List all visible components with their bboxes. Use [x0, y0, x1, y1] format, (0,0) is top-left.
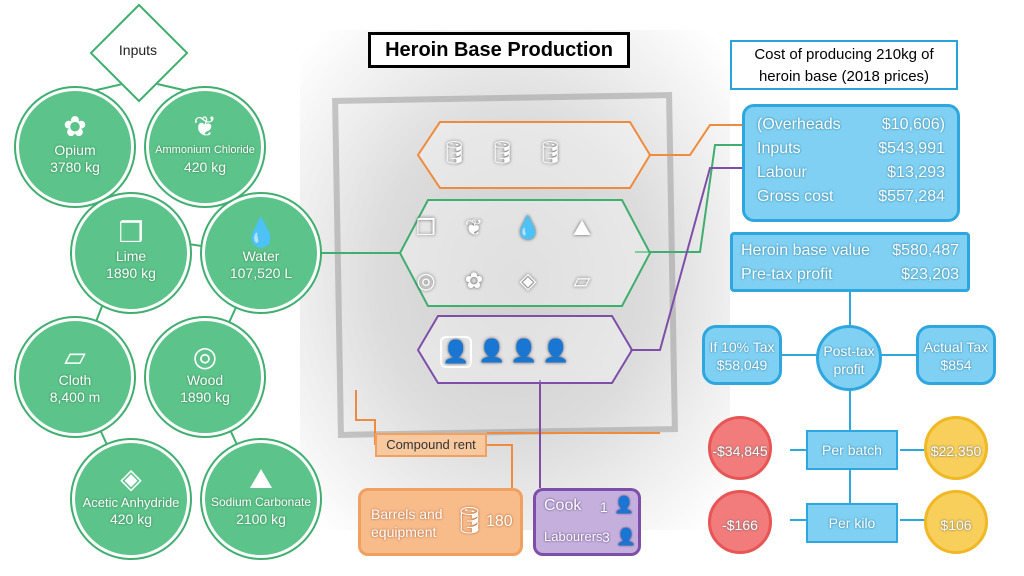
- barrels-equipment-box: Barrels and equipment 🛢 180: [358, 488, 523, 556]
- cloth-icon: ▱: [573, 268, 591, 293]
- inputs-label: Inputs: [118, 42, 158, 58]
- powder-icon: ⛰: [572, 215, 592, 240]
- crystal-icon: ◈: [519, 268, 537, 293]
- value-row-heroin-base: Heroin base value$580,487: [741, 242, 959, 259]
- input-sodium-carbonate: ⛰ Sodium Carbonate 2100 kg: [202, 440, 320, 558]
- cubes-icon: ❒: [118, 217, 144, 248]
- value-row-pretax: Pre-tax profit$23,203: [741, 266, 959, 283]
- person-icon: 👤: [510, 338, 538, 363]
- cook-icon: 👤: [614, 497, 634, 514]
- person-icon: 👤: [478, 338, 506, 363]
- cost-row-overheads: (Overheads$10,606): [757, 116, 945, 133]
- input-acetic-anhydride: ◈ Acetic Anhydride 420 kg: [72, 440, 190, 558]
- if-tax-box: If 10% Tax $58,049: [702, 325, 782, 385]
- cook-count: 1: [600, 499, 608, 515]
- actual-per-kilo: $106: [924, 490, 988, 554]
- page-title: Heroin Base Production: [368, 32, 630, 68]
- labourers-count: 3: [602, 529, 610, 545]
- barrels-hexagon: [416, 121, 652, 189]
- input-cloth: ▱ Cloth 8,400 m: [16, 318, 134, 436]
- barrel-icon: 🛢: [536, 140, 564, 165]
- cook-icon: 👤: [440, 336, 472, 368]
- per-batch-label: Per batch: [806, 430, 898, 470]
- powder-icon: ⛰: [249, 463, 273, 494]
- person-icon: 👤: [616, 529, 636, 546]
- person-icon: 👤: [542, 338, 570, 363]
- cook-label: Cook: [544, 497, 582, 514]
- leaf-icon: ❦: [464, 215, 484, 240]
- satellite-background: [300, 30, 730, 530]
- actual-tax-box: Actual Tax $854: [916, 325, 996, 385]
- barrels-count: 180: [486, 513, 513, 530]
- droplet-icon: 💧: [243, 217, 279, 248]
- cubes-icon: ❒: [416, 215, 436, 240]
- input-water: 💧 Water 107,520 L: [202, 194, 320, 312]
- labour-hexagon: [416, 315, 634, 384]
- cost-breakdown-box: (Overheads$10,606) Inputs$543,991 Labour…: [742, 104, 960, 222]
- barrel-icon: 🛢: [453, 505, 487, 535]
- inputs-hexagon: [398, 199, 652, 307]
- poppy-icon: ✿: [464, 268, 484, 293]
- logs-icon: ◎: [192, 341, 218, 372]
- labour-box: Cook 1 👤 Labourers 3 👤: [533, 488, 641, 556]
- cost-row-gross: Gross cost$557,284: [757, 188, 945, 205]
- if-tax-per-batch: -$34,845: [708, 416, 772, 480]
- leaf-icon: ❦: [193, 111, 217, 142]
- barrel-icon: 🛢: [440, 140, 468, 165]
- value-box: Heroin base value$580,487 Pre-tax profit…: [730, 232, 970, 292]
- input-opium: ✿ Opium 3780 kg: [16, 88, 134, 206]
- cost-heading: Cost of producing 210kg of heroin base (…: [730, 40, 958, 90]
- labourers-label: Labourers: [544, 529, 603, 544]
- crystal-icon: ◈: [120, 463, 142, 494]
- per-kilo-label: Per kilo: [806, 503, 898, 543]
- logs-icon: ◎: [416, 268, 436, 293]
- input-lime: ❒ Lime 1890 kg: [72, 194, 190, 312]
- input-wood: ◎ Wood 1890 kg: [146, 318, 264, 436]
- cloth-icon: ▱: [64, 341, 86, 372]
- actual-per-batch: $22,350: [924, 416, 988, 480]
- post-tax-profit: Post-tax profit: [816, 325, 882, 391]
- cost-row-inputs: Inputs$543,991: [757, 140, 945, 157]
- compound-rent-label: Compound rent: [375, 433, 487, 457]
- if-tax-per-kilo: -$166: [708, 490, 772, 554]
- barrels-label: Barrels and equipment: [371, 506, 443, 540]
- poppy-icon: ✿: [63, 111, 87, 142]
- droplet-icon: 💧: [514, 215, 542, 240]
- cost-row-labour: Labour$13,293: [757, 164, 945, 181]
- barrel-icon: 🛢: [488, 140, 516, 165]
- input-ammonium-chloride: ❦ Ammonium Chloride 420 kg: [146, 88, 264, 206]
